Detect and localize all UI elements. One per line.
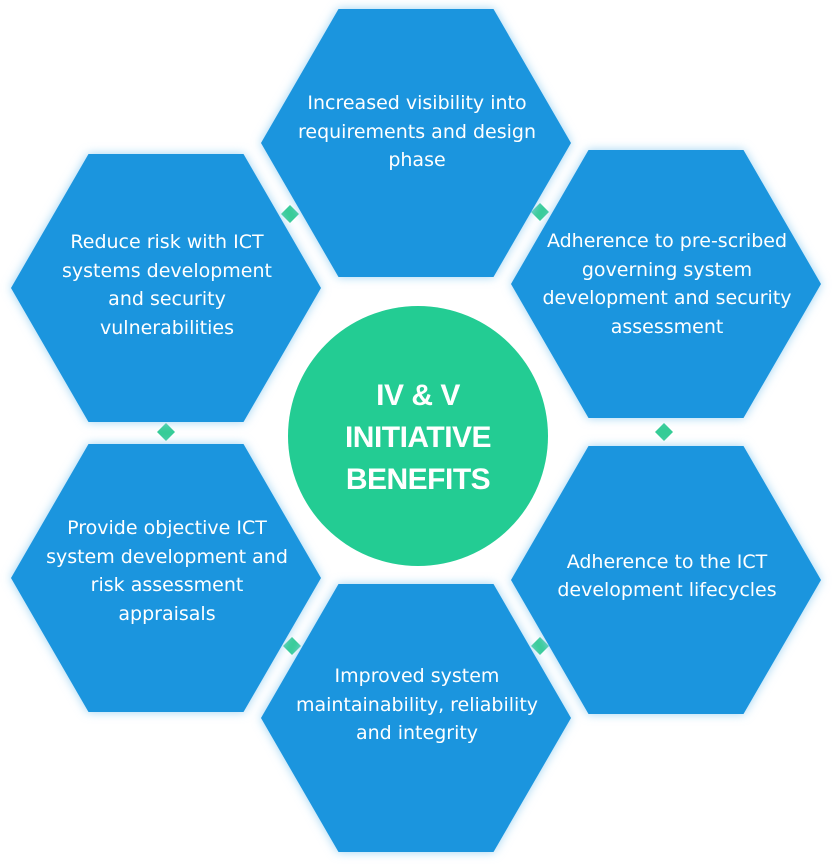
connectors [157,203,673,655]
connector-top-right [531,203,549,221]
center-circle [288,306,548,566]
hexagons [11,9,821,852]
center-title: IV & V INITIATIVE BENEFITS [344,379,492,496]
connector-right [655,423,673,441]
benefit-text-top-left: Reduce risk with ICT systems development… [62,231,272,339]
connector-left [157,423,175,441]
benefit-text-top-right: Adherence to pre-scribed governing syste… [542,230,792,338]
benefit-text-bottom-left: Provide objective ICT system development… [46,517,288,625]
hexagon-top [261,9,571,277]
benefit-text-top: Increased visibility into requirements a… [298,92,536,172]
benefit-text-bottom-right: Adherence to the ICT development lifecyc… [557,550,777,602]
hexagon-bottom-left [11,444,321,712]
hexagon-top-left [11,154,321,422]
hexagon-bottom [261,584,571,852]
connector-bottom-left [283,637,301,655]
connector-top-left [281,205,299,223]
hexagon-top-right [511,150,821,418]
hexagon-bottom-right [511,446,821,714]
connector-bottom-right [531,637,549,655]
benefit-text-bottom: Improved system maintainability, reliabi… [295,665,539,745]
